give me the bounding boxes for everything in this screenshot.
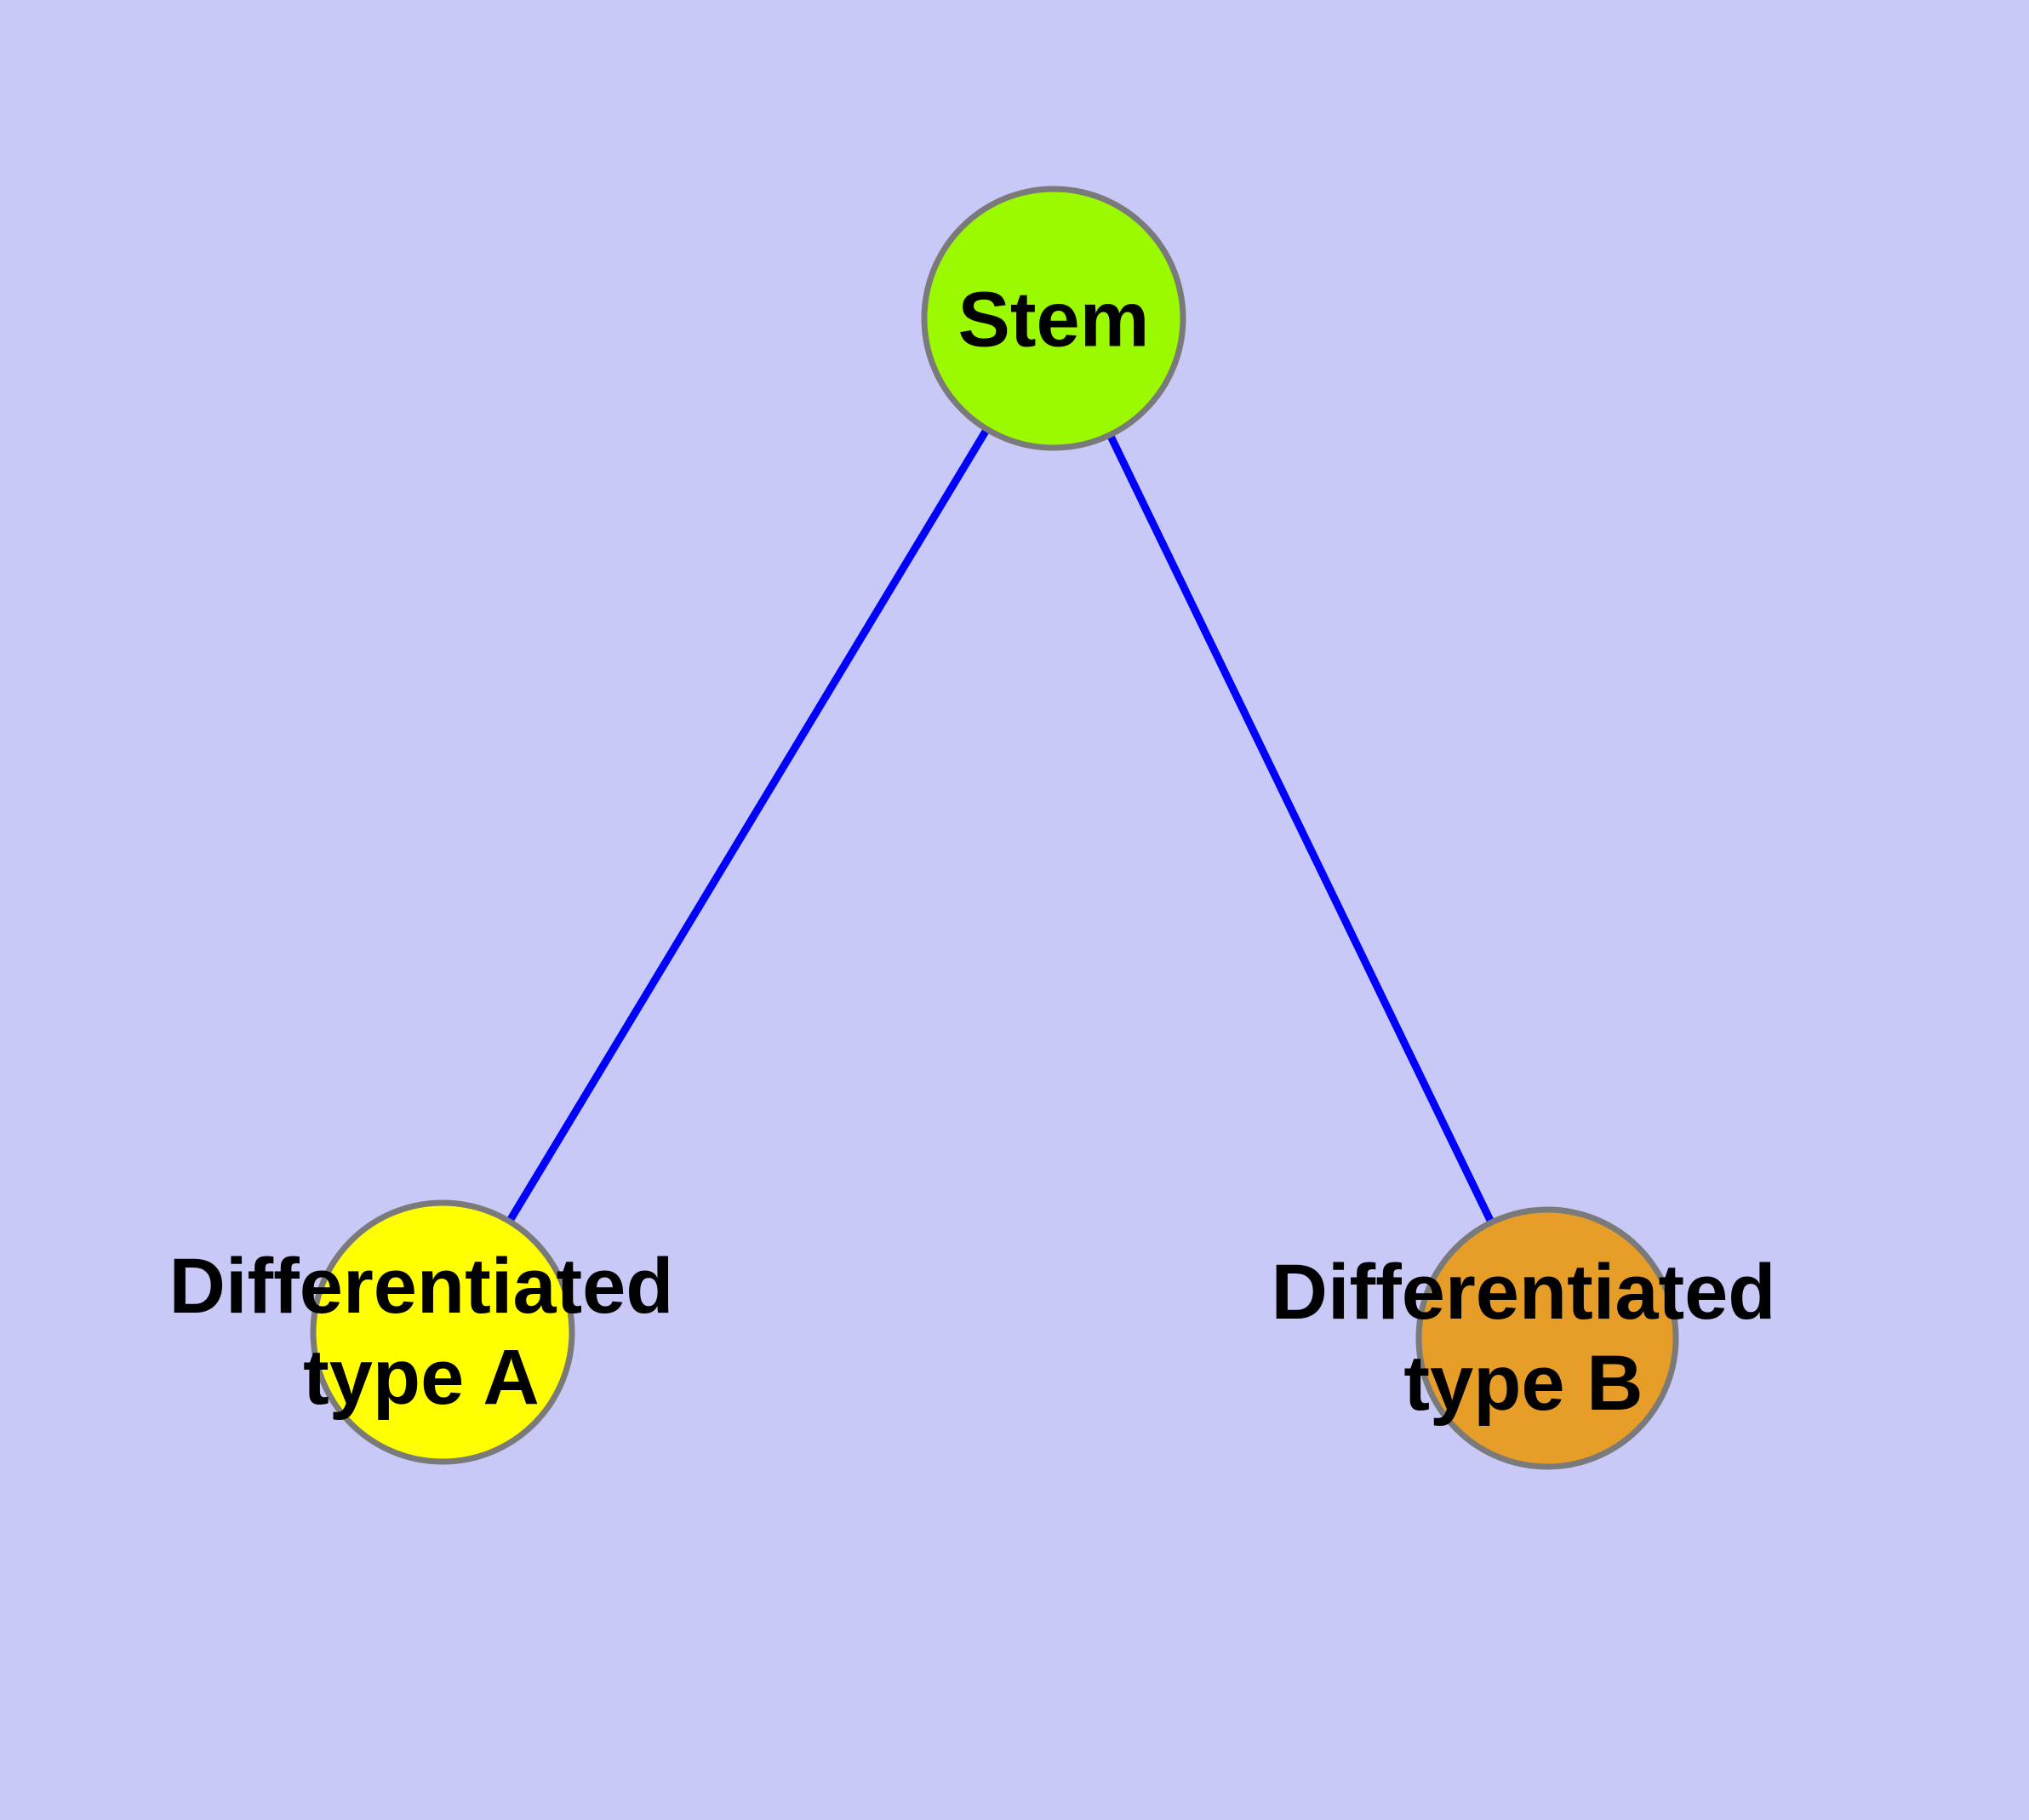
node-type-b-label-line2: type B — [1403, 1340, 1643, 1427]
node-type-b-label-line1: Differentiated — [1271, 1249, 1776, 1336]
node-type-a-label: Differentiated type A — [169, 1241, 674, 1423]
node-type-a-circle — [310, 1199, 575, 1465]
node-stem-label: Stem — [958, 275, 1150, 366]
node-stem-label-line1: Stem — [957, 276, 1150, 363]
node-type-b-label: Differentiated type B — [1272, 1247, 1776, 1429]
node-type-a-label-line1: Differentiated — [169, 1243, 674, 1330]
node-stem-circle — [921, 186, 1186, 451]
edge-stem-to-type-b — [1049, 314, 1552, 1342]
node-type-b-circle — [1415, 1206, 1679, 1470]
node-type-a-label-line2: type A — [303, 1334, 540, 1421]
edge-stem-to-type-a — [438, 314, 1058, 1336]
